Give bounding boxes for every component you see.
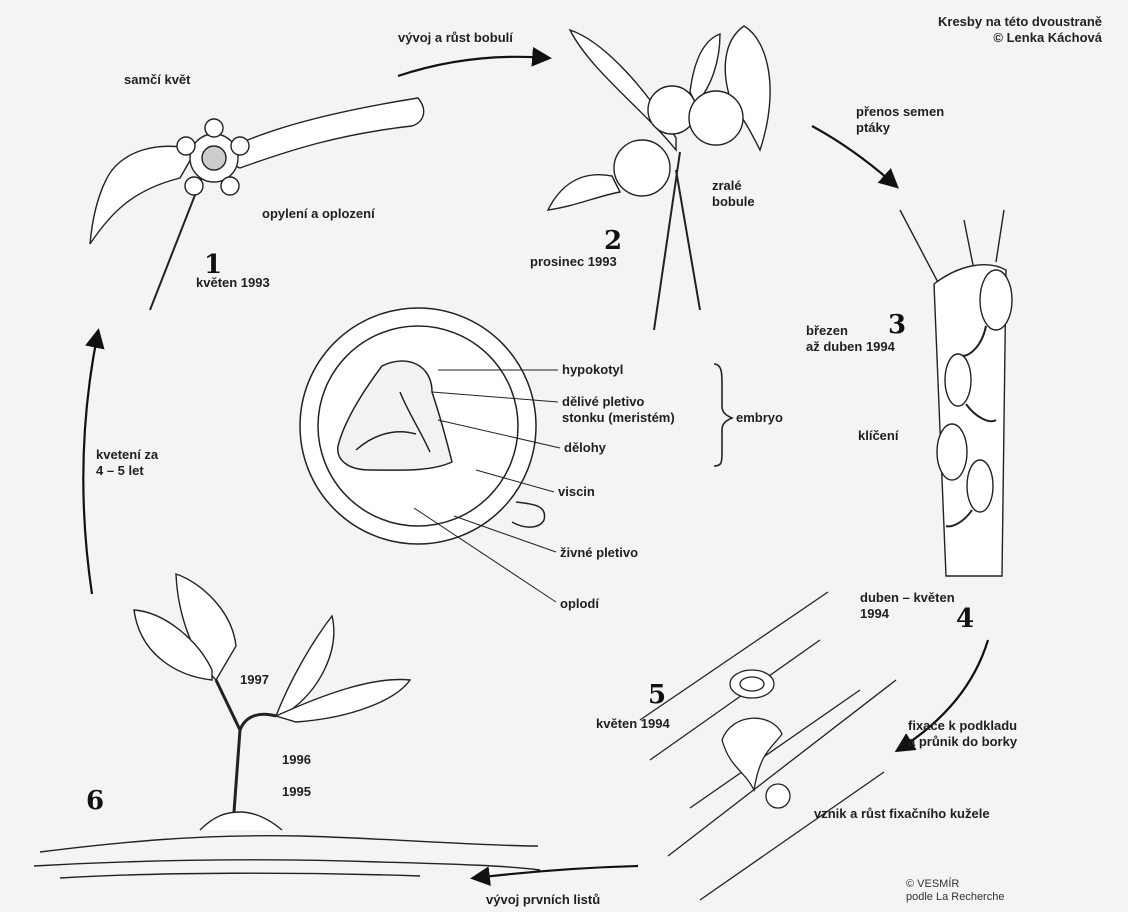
label-pericarp: oplodí xyxy=(560,596,599,612)
label-ripe-berries: zralé bobule xyxy=(712,178,755,210)
stage-date-3: březen až duben 1994 xyxy=(806,323,895,355)
arrow-1-to-2 xyxy=(398,57,548,76)
label-pollination: opylení a oplození xyxy=(262,206,375,222)
label-germination: klíčení xyxy=(858,428,898,444)
stage-date-5: květen 1994 xyxy=(596,716,670,732)
stage-3-germination-drawing xyxy=(900,210,1012,576)
seedling-year-1997: 1997 xyxy=(240,672,269,688)
credits-line-2: © Lenka Káchová xyxy=(938,30,1102,46)
seedling-year-1995: 1995 xyxy=(282,784,311,800)
label-cone-growth: vznik a růst fixačního kužele xyxy=(814,806,990,822)
stage-date-4: duben – květen 1994 xyxy=(860,590,955,622)
arrow-5-to-6 xyxy=(474,866,638,878)
seed-cross-section xyxy=(300,308,732,602)
stage-5-bark-drawing xyxy=(640,592,896,900)
label-meristem: dělivé pletivo stonku (meristém) xyxy=(562,394,675,426)
credits: Kresby na této dvoustraně © Lenka Káchov… xyxy=(938,14,1102,46)
label-hypocotyl: hypokotyl xyxy=(562,362,623,378)
stage-date-2: prosinec 1993 xyxy=(530,254,617,270)
label-first-leaves: vývoj prvních listů xyxy=(486,892,600,908)
label-flowering: kvetení za 4 – 5 let xyxy=(96,447,158,479)
label-seed-transfer: přenos semen ptáky xyxy=(856,104,944,136)
label-male-flower: samčí květ xyxy=(124,72,191,88)
label-cotyledons: dělohy xyxy=(564,440,606,456)
label-fixation: fixace k podkladu a průnik do borky xyxy=(908,718,1017,750)
stage-number-2: 2 xyxy=(604,228,622,254)
stage-number-4: 4 xyxy=(956,606,974,632)
stage-number-5: 5 xyxy=(648,682,666,708)
credits-line-1: Kresby na této dvoustraně xyxy=(938,14,1102,30)
source-note: © VESMÍR podle La Recherche xyxy=(906,878,1004,904)
stage-number-6: 6 xyxy=(86,788,104,814)
seedling-year-1996: 1996 xyxy=(282,752,311,768)
label-endosperm: živné pletivo xyxy=(560,545,638,561)
label-viscin: viscin xyxy=(558,484,595,500)
stage-date-1: květen 1993 xyxy=(196,275,270,291)
stage-6-seedling-drawing xyxy=(34,574,540,878)
label-embryo: embryo xyxy=(736,410,783,426)
label-berry-growth: vývoj a růst bobulí xyxy=(398,30,513,46)
